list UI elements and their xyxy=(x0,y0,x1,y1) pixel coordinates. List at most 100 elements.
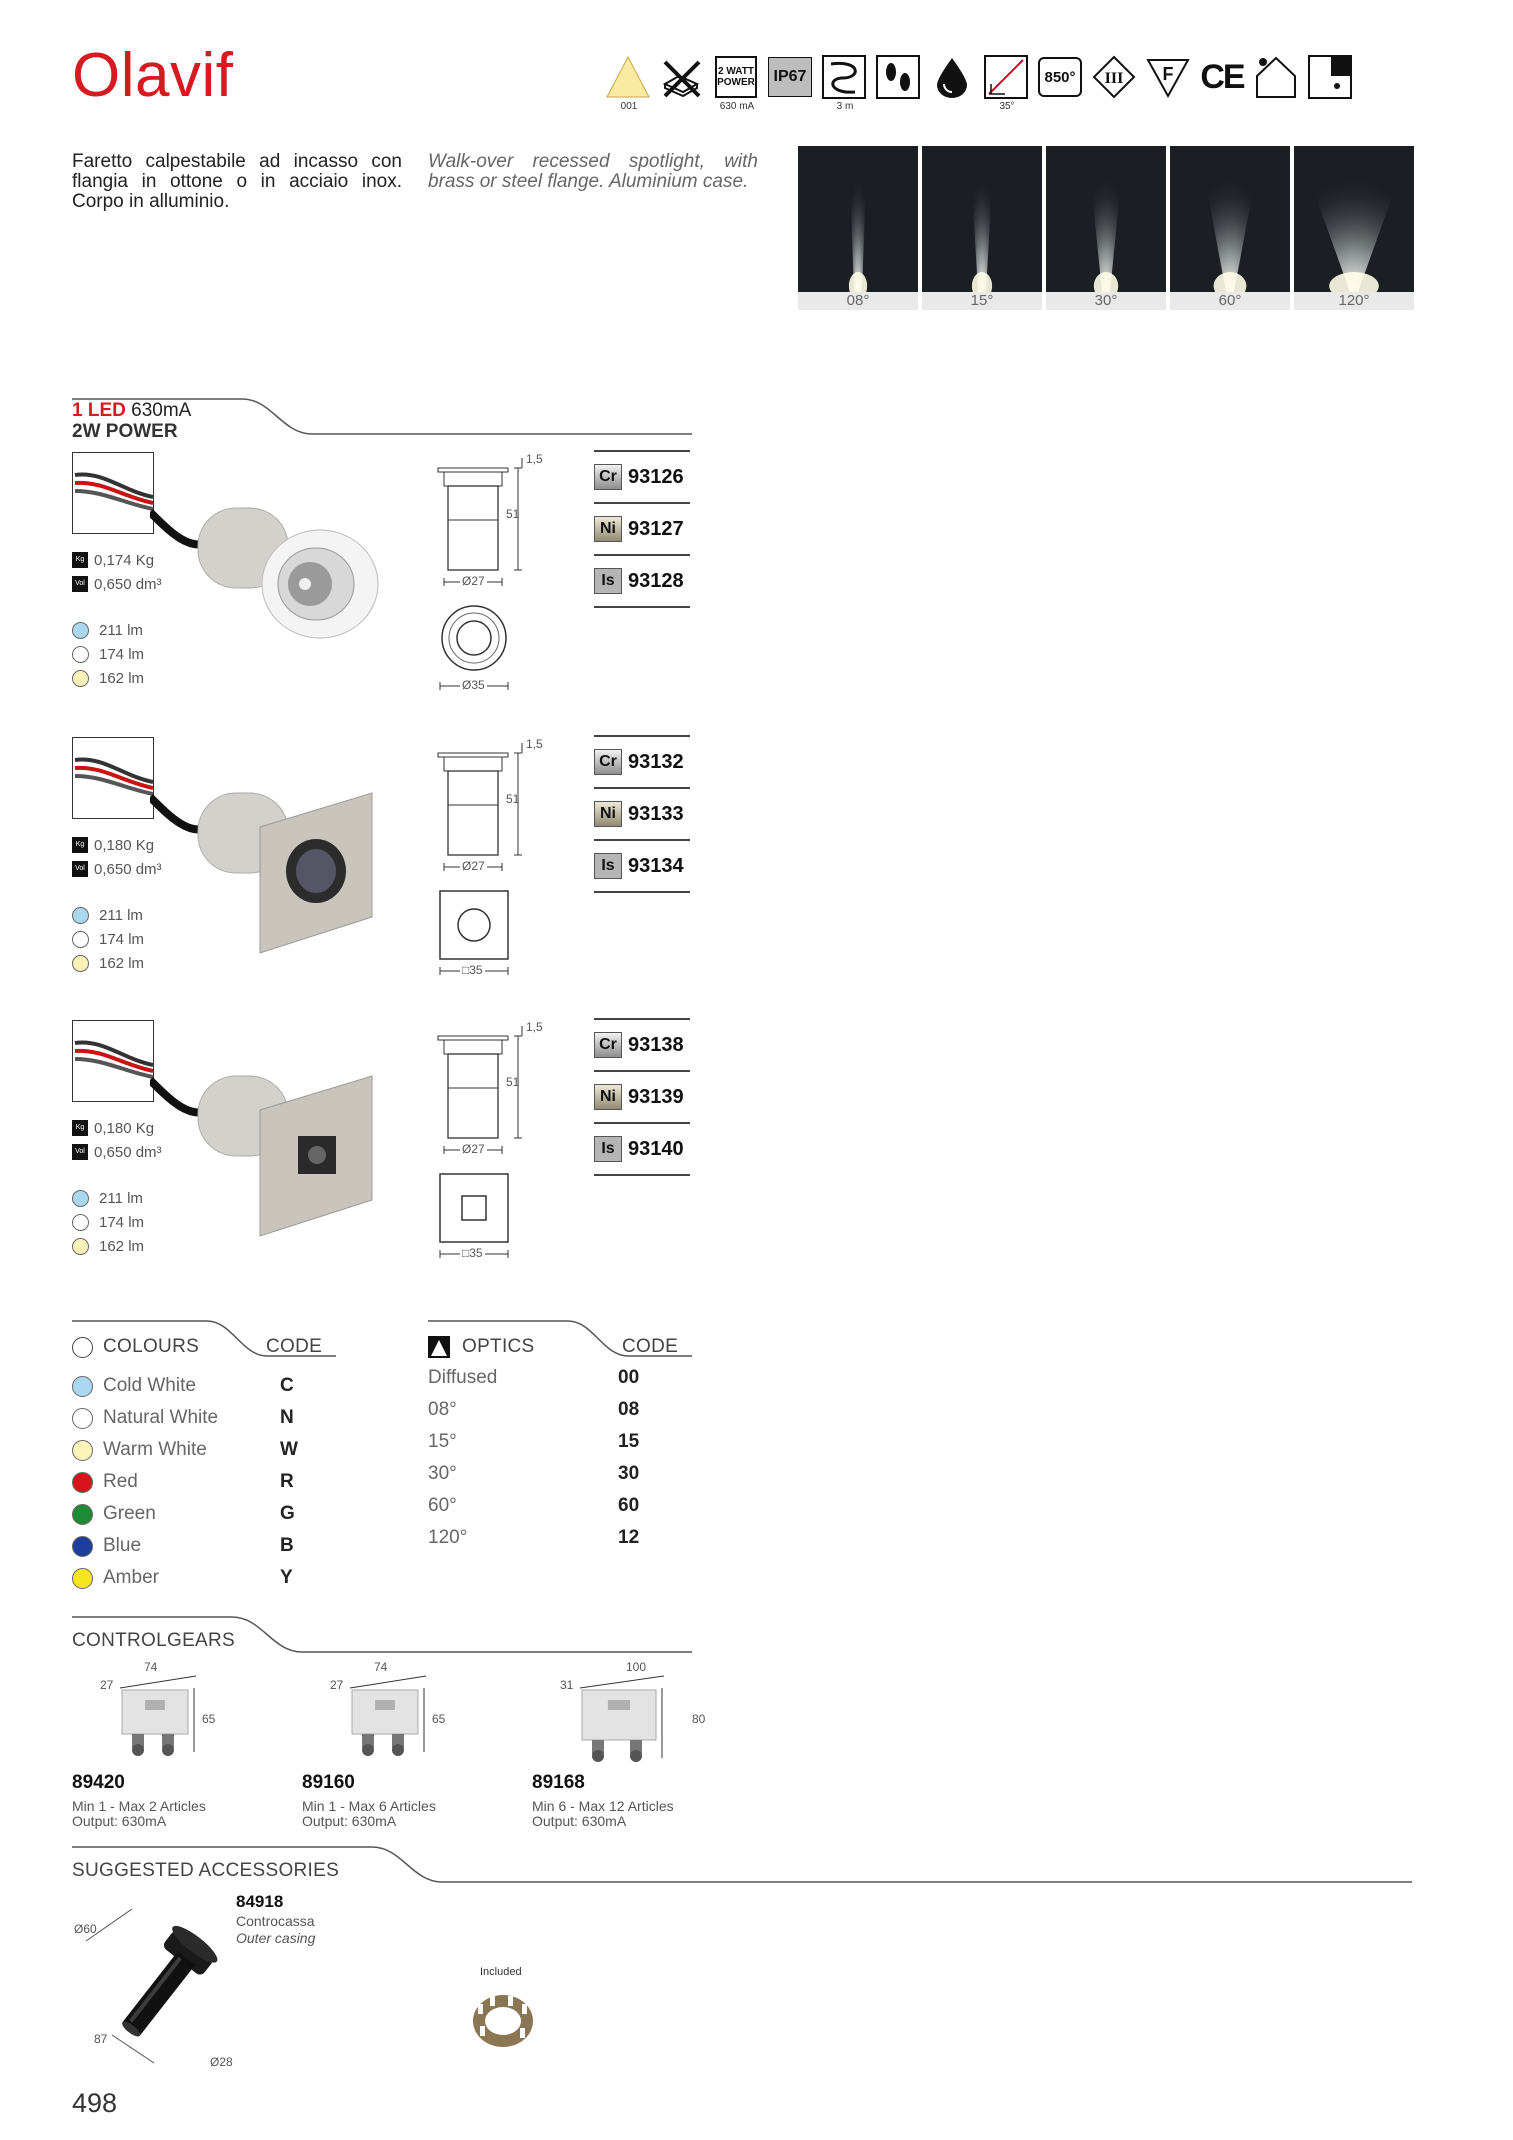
controlgear-width: 74 xyxy=(374,1660,388,1674)
lumen-dot xyxy=(72,645,89,663)
lumen-value: 211 lm xyxy=(99,1189,143,1207)
controlgear-articles: Min 1 - Max 6 Articles xyxy=(302,1798,436,1814)
lumen-value: 162 lm xyxy=(99,669,145,687)
accessory-code: 84918 xyxy=(236,1892,284,1911)
optic-label: 08° xyxy=(428,1399,457,1420)
weight-value: 0,180 Kg xyxy=(94,1119,155,1137)
lumen-dot xyxy=(72,930,89,948)
cable-image xyxy=(74,472,154,511)
beam-photo: 60° xyxy=(1170,146,1290,310)
beam-label: 15° xyxy=(922,292,1042,310)
optic-label: Diffused xyxy=(428,1367,498,1388)
volume-value: 0,650 dm³ xyxy=(94,860,162,878)
lumen-dot xyxy=(72,954,89,972)
product-photo xyxy=(147,1040,380,1240)
controlgear-articles: Min 1 - Max 2 Articles xyxy=(72,1798,206,1814)
colour-code: C xyxy=(280,1375,294,1396)
class-iii-icon: III xyxy=(1091,54,1139,114)
dim-diameter: Ø27 xyxy=(460,574,487,588)
finish-badge: Is xyxy=(594,568,622,594)
controlgear-output: Output: 630mA xyxy=(302,1813,397,1829)
triangle-icon: 001 xyxy=(605,54,653,114)
dim-top: 1,5 xyxy=(526,1020,543,1034)
dim-top: 1,5 xyxy=(526,737,543,751)
angle-icon: 35° xyxy=(983,54,1031,114)
optic-label: 30° xyxy=(428,1463,457,1484)
led-current: 630mA xyxy=(131,400,192,421)
dim-diameter: Ø27 xyxy=(460,1142,487,1156)
cable-icon: 3 m xyxy=(821,54,869,114)
optic-code: 15 xyxy=(618,1431,640,1452)
spring-clip-image xyxy=(473,1995,533,2047)
colour-code: N xyxy=(280,1407,294,1428)
beam-label: 60° xyxy=(1170,292,1290,310)
beam-photos: 08°15°30°60°120° xyxy=(798,146,1414,310)
weight-icon: Kg xyxy=(72,1120,88,1136)
colour-swatch xyxy=(72,1567,93,1589)
controlgear-image xyxy=(102,1674,232,1774)
colour-label: Red xyxy=(103,1471,138,1492)
weight-icon: Kg xyxy=(72,552,88,568)
lumen-dot xyxy=(72,1189,89,1207)
beam-image xyxy=(798,146,918,292)
optic-row: Diffused 00 xyxy=(428,1362,664,1394)
cable-thumbnail xyxy=(72,452,154,534)
optic-code: 12 xyxy=(618,1527,640,1548)
optic-code: 60 xyxy=(618,1495,640,1516)
svg-text:F: F xyxy=(1163,64,1174,84)
colours-code-heading: CODE xyxy=(266,1336,323,1357)
beam-photo: 15° xyxy=(922,146,1042,310)
house-icon xyxy=(1253,54,1301,114)
lumen-dot xyxy=(72,1237,89,1255)
optic-label: 60° xyxy=(428,1495,457,1516)
beam-photo: 120° xyxy=(1294,146,1414,310)
volume-icon: Vol xyxy=(72,576,88,592)
finish-badge: Ni xyxy=(594,801,622,827)
dim-flange: □35 xyxy=(460,1246,485,1260)
optic-code: 00 xyxy=(618,1367,640,1388)
beam-image xyxy=(1170,146,1290,292)
colour-code: Y xyxy=(280,1567,293,1588)
optics-icon xyxy=(428,1336,450,1358)
accessory-dim-d1: Ø60 xyxy=(74,1922,97,1936)
section-rule-controlgears xyxy=(72,1616,692,1653)
code-number: 93134 xyxy=(628,854,684,877)
technical-drawing xyxy=(436,450,556,700)
beam-light xyxy=(1087,146,1125,292)
dim-height: 51 xyxy=(506,792,520,806)
led-count: 1 LED xyxy=(72,400,126,421)
lumen-value: 174 lm xyxy=(99,645,145,663)
led-heading: 1 LED 630mA xyxy=(72,400,191,422)
weight-value: 0,180 Kg xyxy=(94,836,155,854)
colour-label: Blue xyxy=(103,1535,142,1556)
walk-over-icon xyxy=(875,54,923,114)
dim-height: 51 xyxy=(506,507,520,521)
optic-row: 08°08 xyxy=(428,1394,664,1426)
volume-value: 0,650 dm³ xyxy=(94,1143,162,1161)
controlgear-height: 65 xyxy=(432,1712,446,1726)
colour-swatch xyxy=(72,1439,93,1461)
beam-label: 120° xyxy=(1294,292,1414,310)
optic-row: 15°15 xyxy=(428,1426,664,1458)
colour-swatch xyxy=(72,1375,93,1397)
svg-text:III: III xyxy=(1105,70,1124,87)
section-rule-accessories xyxy=(72,1846,1412,1883)
finish-badge: Cr xyxy=(594,464,622,490)
cable-image xyxy=(74,1040,154,1079)
colour-label: Warm White xyxy=(103,1439,207,1460)
controlgear-code: 89168 xyxy=(532,1772,585,1793)
weight-value: 0,174 Kg xyxy=(94,551,155,569)
